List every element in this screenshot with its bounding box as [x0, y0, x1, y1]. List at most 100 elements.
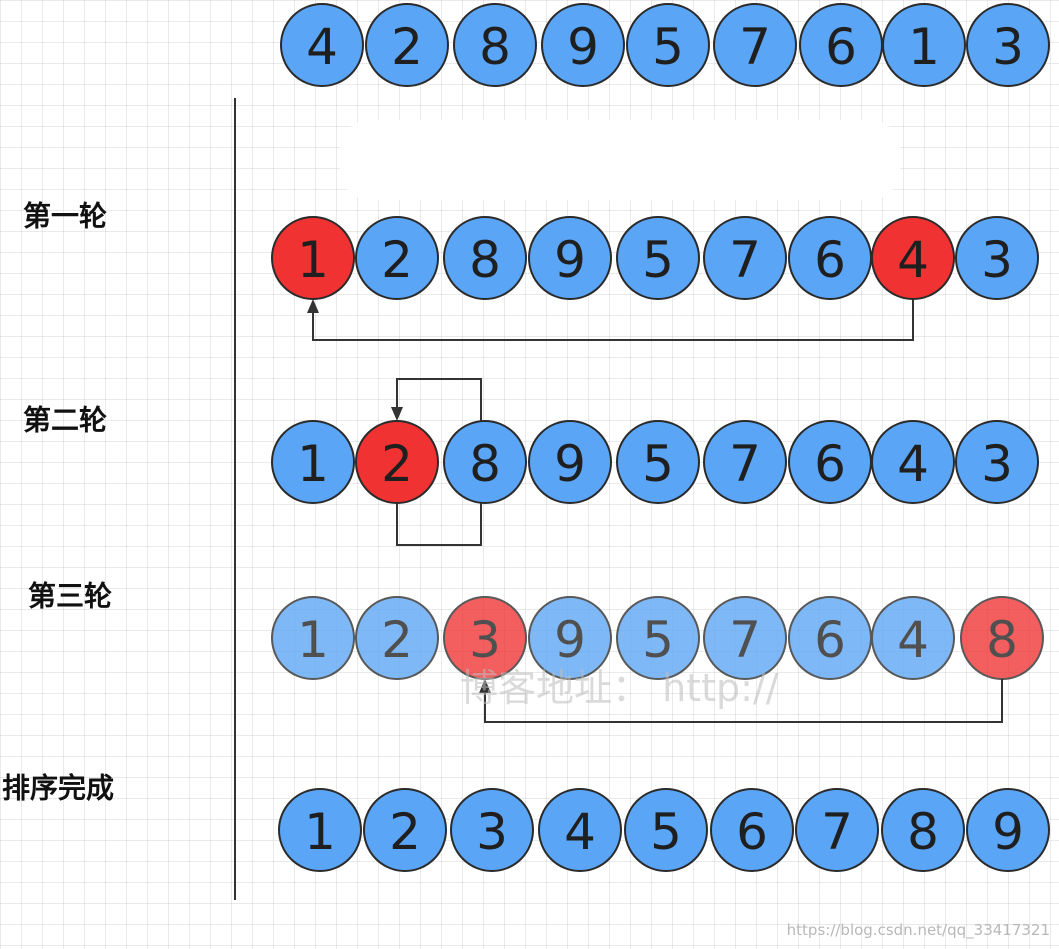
highlighted-number-circle — [960, 596, 1044, 680]
number-circle — [450, 788, 534, 872]
number-circle — [955, 216, 1039, 300]
swap-arrow-line — [312, 299, 914, 341]
number-circle — [616, 420, 700, 504]
number-label: 5 — [642, 611, 674, 669]
number-label: 7 — [729, 611, 761, 669]
number-circle — [624, 788, 708, 872]
number-label: 3 — [476, 803, 508, 861]
number-label: 6 — [736, 803, 768, 861]
number-circle — [703, 596, 787, 680]
arrow-head — [479, 679, 491, 693]
arrow-head — [307, 299, 319, 313]
number-circle — [710, 788, 794, 872]
number-label: 7 — [729, 231, 761, 289]
number-label: 7 — [821, 803, 853, 861]
round-label: 第三轮 — [28, 580, 112, 613]
number-label: 2 — [389, 803, 421, 861]
corner-watermark: https://blog.csdn.net/qq_33417321 — [787, 921, 1050, 940]
blurred-watermark-band — [340, 120, 900, 200]
swap-arrows — [307, 299, 1003, 723]
number-label: 8 — [479, 18, 511, 76]
number-label: 4 — [306, 18, 338, 76]
number-circle — [966, 788, 1050, 872]
number-label: 1 — [304, 803, 336, 861]
number-label: 2 — [381, 611, 413, 669]
number-circle — [271, 596, 355, 680]
number-circle — [966, 3, 1050, 87]
number-label: 5 — [642, 435, 674, 493]
number-label: 2 — [391, 18, 423, 76]
center-watermark: 博客地址： http:// — [460, 666, 779, 710]
number-circle — [703, 216, 787, 300]
number-label: 9 — [554, 611, 586, 669]
number-label: 3 — [981, 435, 1013, 493]
number-circle — [355, 216, 439, 300]
swap-arrow-line — [484, 679, 1003, 723]
number-label: 4 — [564, 803, 596, 861]
number-label: 8 — [469, 231, 501, 289]
number-label: 1 — [297, 435, 329, 493]
round-label: 第一轮 — [23, 200, 107, 233]
round-label: 第二轮 — [23, 404, 107, 437]
number-label: 4 — [897, 435, 929, 493]
number-circle — [280, 3, 364, 87]
number-circle — [278, 788, 362, 872]
number-label: 1 — [297, 231, 329, 289]
number-circle — [271, 420, 355, 504]
number-circle — [541, 3, 625, 87]
number-circle — [703, 420, 787, 504]
highlighted-number-circle — [355, 420, 439, 504]
number-label: 5 — [652, 18, 684, 76]
number-label: 9 — [567, 18, 599, 76]
number-label: 7 — [729, 435, 761, 493]
number-circle — [871, 420, 955, 504]
number-circle — [538, 788, 622, 872]
number-label: 3 — [469, 611, 501, 669]
number-label: 6 — [814, 611, 846, 669]
number-circle — [713, 3, 797, 87]
number-label: 5 — [642, 231, 674, 289]
number-label: 2 — [381, 435, 413, 493]
number-circle — [616, 216, 700, 300]
arrow-head — [391, 407, 403, 421]
number-label: 8 — [907, 803, 939, 861]
number-label: 3 — [981, 231, 1013, 289]
number-label: 9 — [554, 231, 586, 289]
number-circle — [355, 596, 439, 680]
number-circle — [528, 420, 612, 504]
number-label: 6 — [814, 231, 846, 289]
number-circle — [882, 3, 966, 87]
number-circle — [443, 420, 527, 504]
number-circle — [626, 3, 710, 87]
number-label: 4 — [897, 231, 929, 289]
number-label: 4 — [897, 611, 929, 669]
highlighted-number-circle — [271, 216, 355, 300]
number-circle — [365, 3, 449, 87]
number-circle — [955, 420, 1039, 504]
number-label: 8 — [469, 435, 501, 493]
number-circle — [616, 596, 700, 680]
number-label: 2 — [381, 231, 413, 289]
number-label: 1 — [908, 18, 940, 76]
number-circle — [528, 596, 612, 680]
number-label: 7 — [739, 18, 771, 76]
highlighted-number-circle — [443, 596, 527, 680]
round-label: 排序完成 — [2, 772, 114, 805]
number-label: 8 — [986, 611, 1018, 669]
number-circle — [528, 216, 612, 300]
number-label: 9 — [554, 435, 586, 493]
number-label: 1 — [297, 611, 329, 669]
highlighted-number-circle — [871, 216, 955, 300]
number-circle — [363, 788, 447, 872]
number-label: 9 — [992, 803, 1024, 861]
number-label: 6 — [825, 18, 857, 76]
number-label: 5 — [650, 803, 682, 861]
